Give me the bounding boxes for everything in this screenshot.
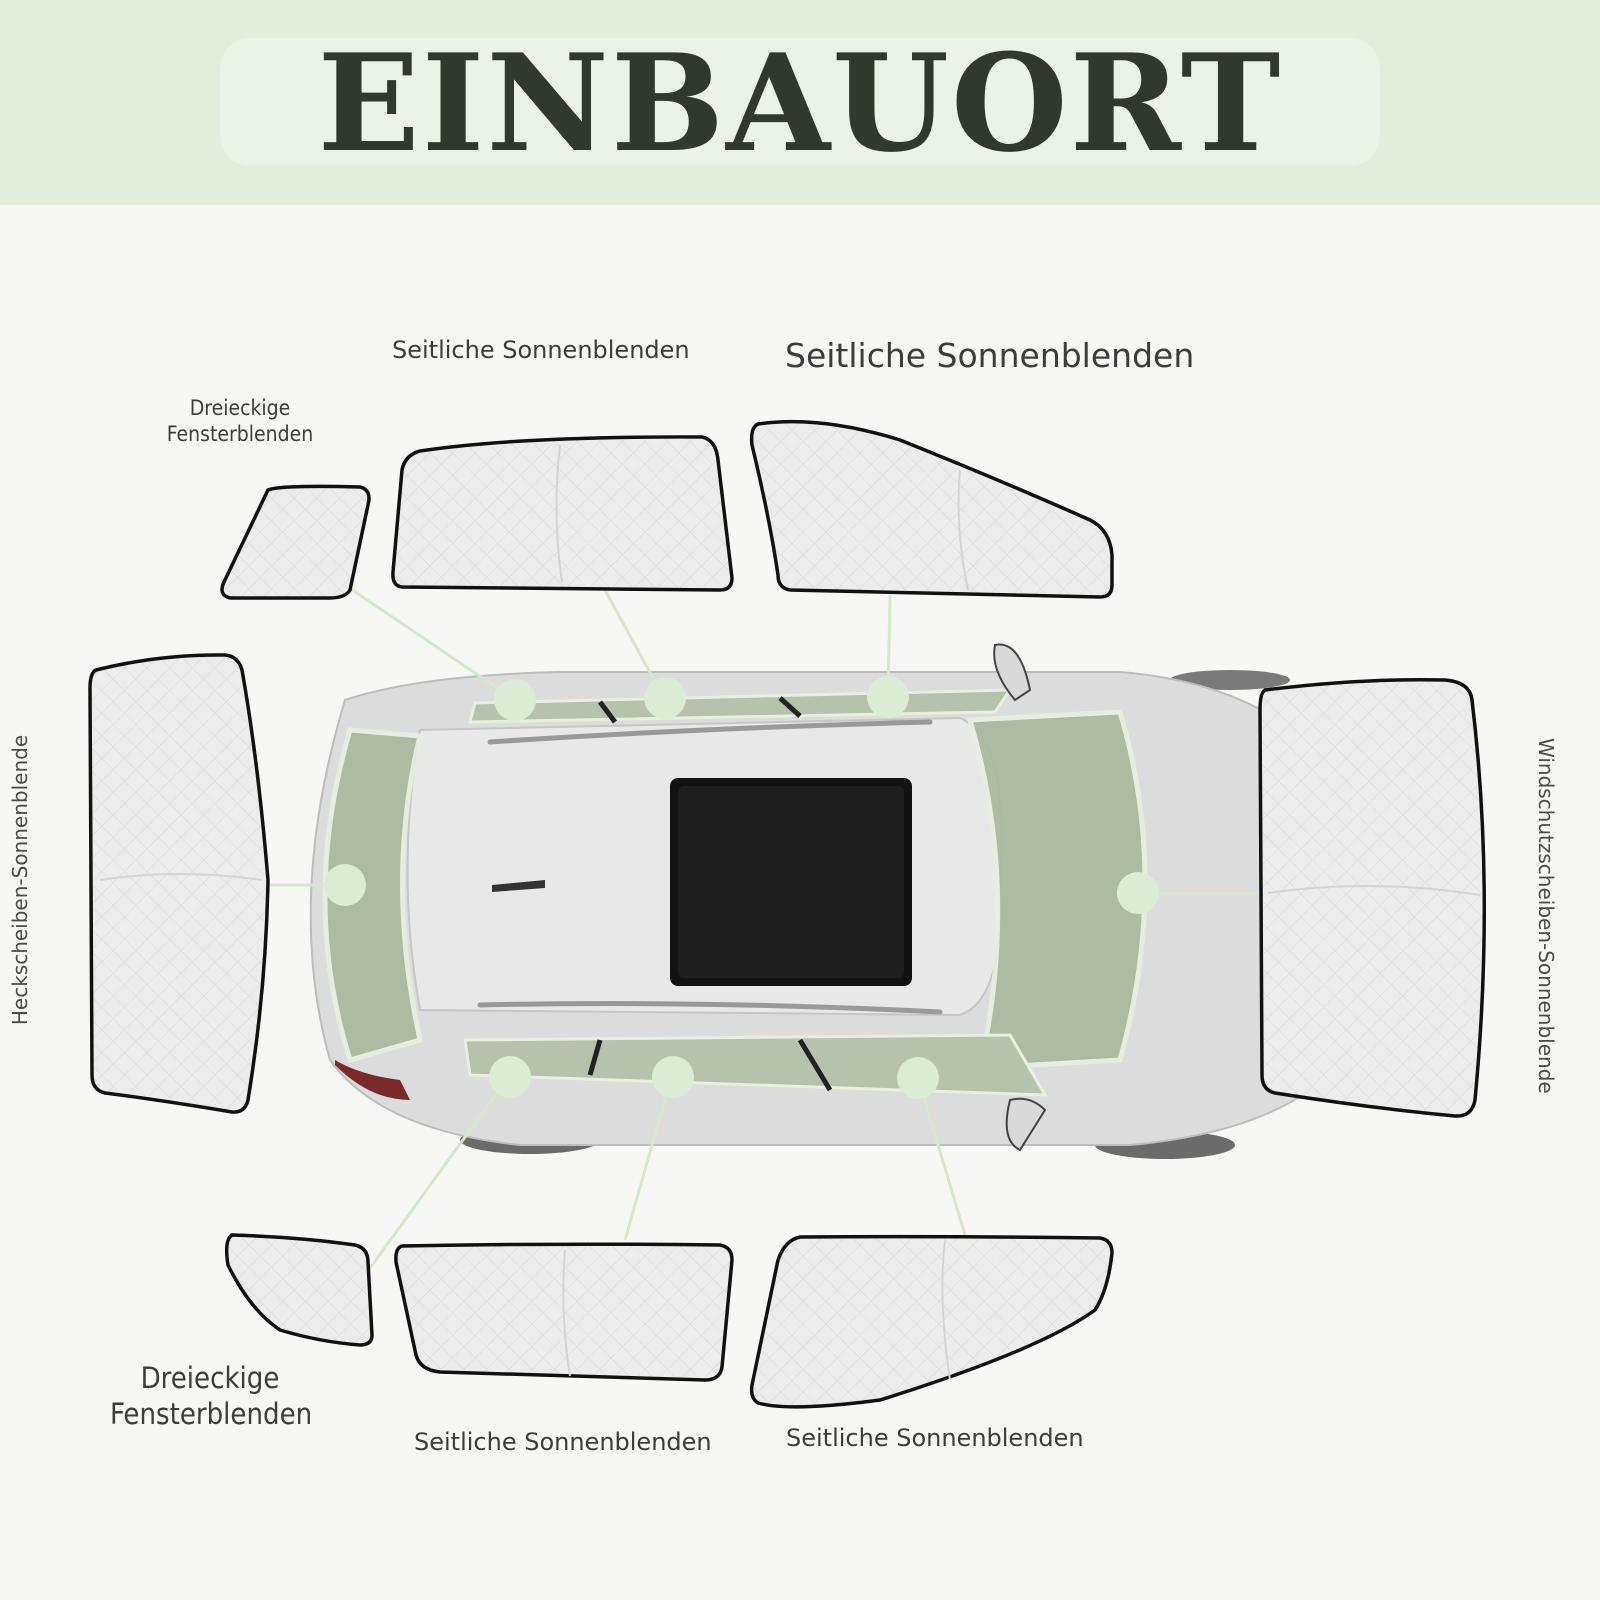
label-bottom-triangle-line1: Dreieckige xyxy=(140,1361,280,1395)
label-bottom-front-side: Seitliche Sonnenblenden xyxy=(786,1424,1084,1452)
page-title: EINBAUORT xyxy=(317,24,1283,182)
marker-top-rear-side xyxy=(644,677,686,719)
marker-bottom-triangle xyxy=(489,1056,531,1098)
car-top-view xyxy=(309,643,1374,1159)
marker-windshield xyxy=(1117,872,1159,914)
shade-rear-window xyxy=(88,653,270,1114)
shade-fold-seams xyxy=(99,444,1481,1381)
tail-light xyxy=(335,1060,410,1100)
roof-rail-top xyxy=(487,719,933,745)
label-top-triangle-line2: Fensterblenden xyxy=(166,422,314,447)
label-bottom-triangle-line2: Fensterblenden xyxy=(110,1397,313,1432)
side-mirror-top xyxy=(993,643,1032,702)
shade-windshield xyxy=(1258,677,1487,1118)
shade-bottom-front-side xyxy=(749,1234,1114,1409)
marker-bottom-rear-side xyxy=(652,1056,694,1098)
sunroof-glass xyxy=(678,786,904,978)
shade-top-front-side xyxy=(749,419,1114,599)
antenna xyxy=(492,880,545,892)
label-top-triangle-line1: Dreieckige xyxy=(189,396,291,420)
roof-rail-bottom xyxy=(477,1001,943,1015)
label-top-rear-side: Seitliche Sonnenblenden xyxy=(392,336,690,364)
markers xyxy=(324,676,1159,1099)
marker-bottom-front-side xyxy=(897,1057,939,1099)
label-bottom-triangle: Dreieckige Fensterblenden xyxy=(110,1360,313,1433)
label-top-front-side: Seitliche Sonnenblenden xyxy=(785,336,1195,375)
b-pillars-top xyxy=(598,696,802,724)
connector-lines xyxy=(265,583,1270,1276)
windshield-glass xyxy=(966,709,1148,1071)
side-mirror-bottom xyxy=(1005,1097,1047,1152)
marker-rear-window xyxy=(324,864,366,906)
shade-bottom-triangle xyxy=(224,1233,374,1347)
marker-top-front-side xyxy=(867,676,909,718)
sunshades xyxy=(88,419,1487,1409)
header-band: EINBAUORT xyxy=(0,0,1600,205)
b-pillars-bottom xyxy=(587,1038,833,1092)
label-top-triangle: Dreieckige Fensterblenden xyxy=(160,395,320,448)
rear-window-glass xyxy=(322,727,424,1064)
header-glow xyxy=(220,38,1380,166)
marker-top-triangle xyxy=(494,679,536,721)
shade-top-rear-side xyxy=(391,435,734,592)
shade-top-triangle xyxy=(220,484,371,600)
label-windshield: Windschutzscheiben-Sonnenblende xyxy=(1534,738,1558,1094)
label-bottom-rear-side: Seitliche Sonnenblenden xyxy=(414,1428,712,1456)
label-rear-window: Heckscheiben-Sonnenblende xyxy=(8,734,32,1026)
